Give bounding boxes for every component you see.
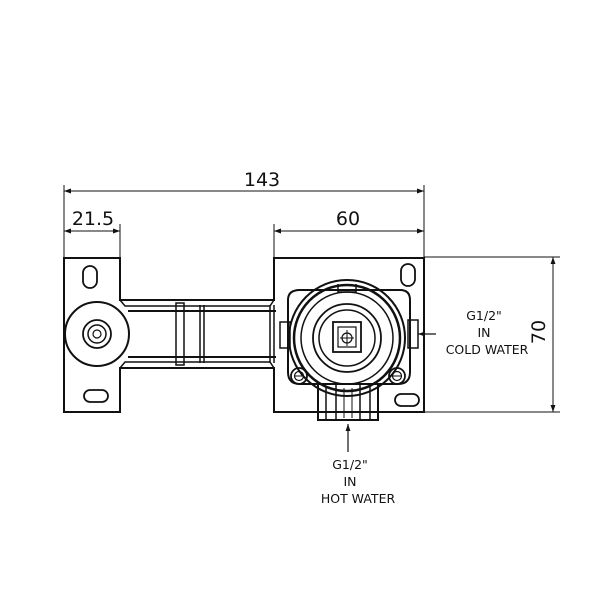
cold-water-callout: G1/2" IN COLD WATER	[418, 308, 529, 357]
cold-inlet-label: COLD WATER	[446, 342, 529, 357]
mounting-bracket	[63, 257, 425, 413]
left-connector-fitting	[64, 301, 130, 367]
dimension-height: 70	[424, 256, 560, 413]
dimension-label-143: 143	[244, 169, 280, 191]
connecting-pipe	[128, 302, 276, 366]
dimension-label-21-5: 21.5	[72, 208, 114, 230]
cold-inlet-word: IN	[477, 325, 490, 340]
hot-inlet-thread: G1/2"	[332, 457, 368, 472]
dimension-label-70: 70	[528, 320, 550, 344]
dimension-label-60: 60	[336, 208, 360, 230]
fixing-screw-right	[388, 367, 406, 385]
dimension-left-offset: 21.5	[64, 208, 121, 258]
valve-body	[279, 279, 419, 397]
dimension-right-section: 60	[273, 208, 424, 258]
fixing-screw-left	[290, 367, 308, 385]
hot-inlet-word: IN	[343, 474, 356, 489]
dimension-overall-width: 143	[63, 169, 425, 258]
cold-inlet-thread: G1/2"	[466, 308, 502, 323]
hot-inlet-stub	[317, 383, 379, 421]
hot-inlet-label: HOT WATER	[321, 491, 396, 506]
hot-water-callout: G1/2" IN HOT WATER	[321, 424, 396, 506]
